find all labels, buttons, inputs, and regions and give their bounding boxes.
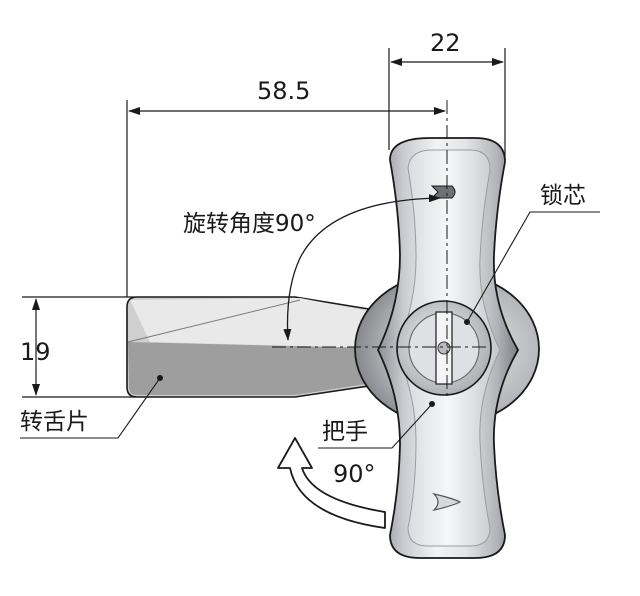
tongue-label: 转舌片: [20, 409, 89, 435]
dimension-58-5-label: 58.5: [257, 77, 311, 105]
lock-core: [396, 300, 492, 396]
dimension-19: [22, 296, 135, 398]
dimension-22-label: 22: [430, 29, 461, 57]
rotation-angle-label: 旋转角度90°: [183, 211, 316, 237]
leader-dots: [157, 319, 470, 407]
handle-turn-label: 90°: [333, 460, 376, 488]
tongue-plate: [126, 296, 376, 398]
dimension-22: [388, 48, 506, 160]
lock-core-label: 锁芯: [540, 183, 586, 209]
rotation-arc: [283, 194, 441, 341]
dimension-19-label: 19: [20, 338, 51, 366]
dimension-58-5: [126, 100, 446, 297]
center-lines: [272, 100, 490, 400]
turn-arrow: [277, 437, 386, 529]
handle-label: 把手: [322, 419, 368, 445]
leader-lines: [20, 211, 600, 449]
